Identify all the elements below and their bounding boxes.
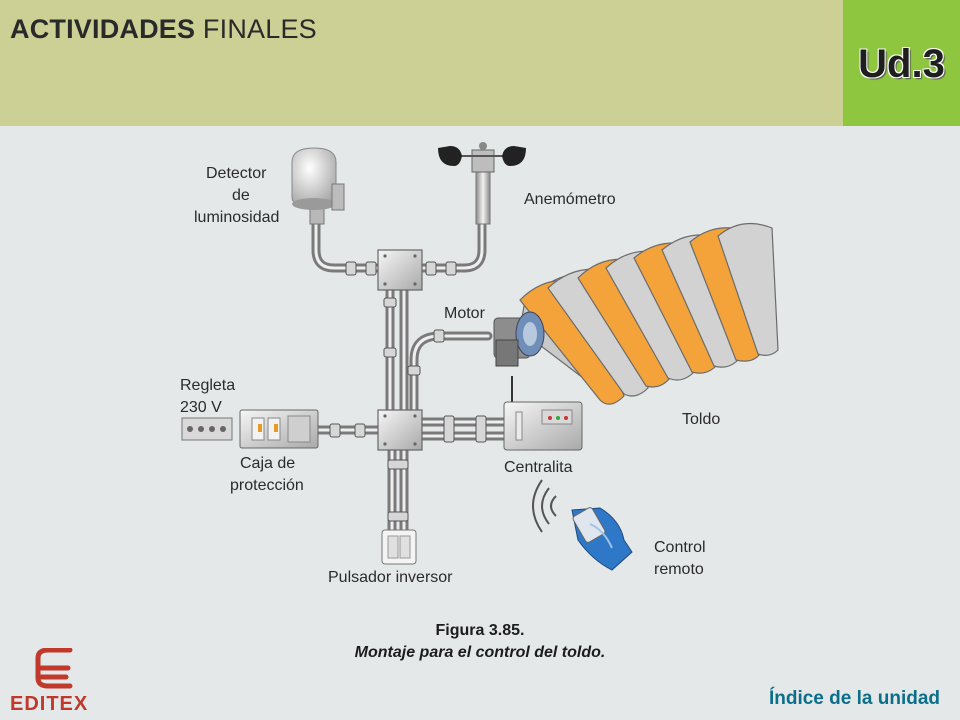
svg-text:EDITEX: EDITEX (10, 693, 88, 714)
junction-box-top (377, 249, 423, 291)
label-control-1: Control (654, 539, 706, 556)
label-detector-1: Detector (206, 165, 267, 182)
awning-slats (519, 222, 779, 405)
figure-caption: Figura 3.85. Montaje para el control del… (0, 620, 960, 664)
label-toldo: Toldo (682, 411, 720, 428)
label-centralita: Centralita (504, 459, 573, 476)
label-regleta-2: 230 V (180, 399, 222, 416)
label-caja-1: Caja de (240, 455, 295, 472)
terminal-block-icon (181, 417, 233, 441)
label-detector-3: luminosidad (194, 209, 279, 226)
junction-box-center (377, 409, 423, 451)
page-title: ACTIVIDADES FINALES (10, 14, 317, 45)
light-detector-icon (291, 147, 345, 225)
label-caja-2: protección (230, 477, 304, 494)
control-unit-icon (503, 376, 583, 451)
title-bold: ACTIVIDADES (10, 14, 196, 44)
remote-control-icon (532, 479, 633, 571)
label-pulsador: Pulsador inversor (328, 569, 453, 586)
awning-icon (519, 222, 779, 405)
caption-description: Montaje para el control del toldo. (354, 644, 606, 661)
diagram-labels: Detector de luminosidad Anemómetro Motor… (180, 165, 720, 586)
header-bar: ACTIVIDADES FINALES (0, 0, 843, 126)
label-anemometro: Anemómetro (524, 191, 616, 208)
unit-badge: Ud.3 (843, 0, 960, 126)
conduit-pipes (311, 217, 511, 535)
inverter-switch-icon (381, 529, 417, 565)
motor-icon (493, 311, 545, 367)
label-regleta-1: Regleta (180, 377, 235, 394)
anemometer-icon (438, 142, 526, 225)
label-control-2: remoto (654, 561, 704, 578)
protection-box-icon (239, 409, 319, 449)
label-detector-2: de (232, 187, 250, 204)
caption-figure-number: Figura 3.85. (435, 622, 525, 639)
title-rest: FINALES (202, 14, 317, 44)
editex-logo: EDITEX (10, 648, 88, 714)
unit-label: Ud.3 (858, 42, 945, 86)
unit-index-link[interactable]: Índice de la unidad (768, 688, 940, 709)
installation-diagram: Detector de luminosidad Anemómetro Motor… (180, 142, 779, 586)
label-motor: Motor (444, 305, 486, 322)
